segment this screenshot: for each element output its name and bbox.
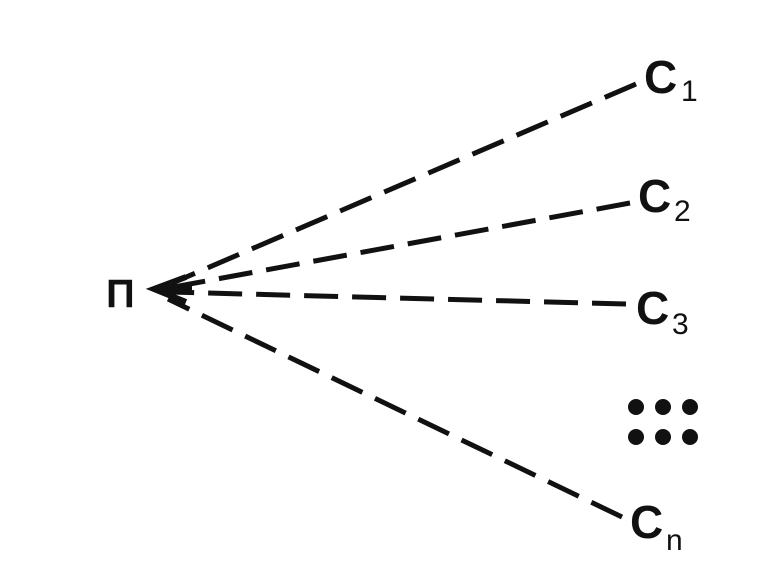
target-node-c1: C 1 — [644, 51, 698, 108]
ellipsis-dot — [682, 429, 698, 445]
target-subscript-c2: 2 — [674, 195, 691, 228]
target-node-cn: C n — [630, 496, 683, 557]
ellipsis-dots-icon — [628, 399, 698, 445]
connector-c2 — [167, 200, 631, 291]
target-node-c2: C 2 — [638, 170, 691, 228]
ellipsis-dot — [682, 399, 698, 415]
target-label-cn: C — [630, 496, 663, 548]
target-label-c2: C — [638, 170, 671, 222]
arrowhead-icon — [145, 274, 192, 305]
ellipsis-dot — [655, 399, 671, 415]
ellipsis-dot — [628, 399, 644, 415]
target-subscript-cn: n — [666, 524, 683, 557]
connector-lines — [166, 81, 637, 520]
target-subscript-c1: 1 — [681, 75, 698, 108]
target-label-c1: C — [644, 51, 677, 103]
ellipsis-dot — [655, 429, 671, 445]
ellipsis-dot — [628, 429, 644, 445]
target-subscript-c3: 3 — [672, 308, 689, 341]
source-node-label: П — [106, 272, 135, 316]
connector-cn — [166, 296, 624, 520]
connector-c1 — [169, 81, 637, 287]
connector-c3 — [167, 289, 627, 307]
target-label-c3: C — [636, 282, 669, 334]
target-node-c3: C 3 — [636, 282, 689, 341]
